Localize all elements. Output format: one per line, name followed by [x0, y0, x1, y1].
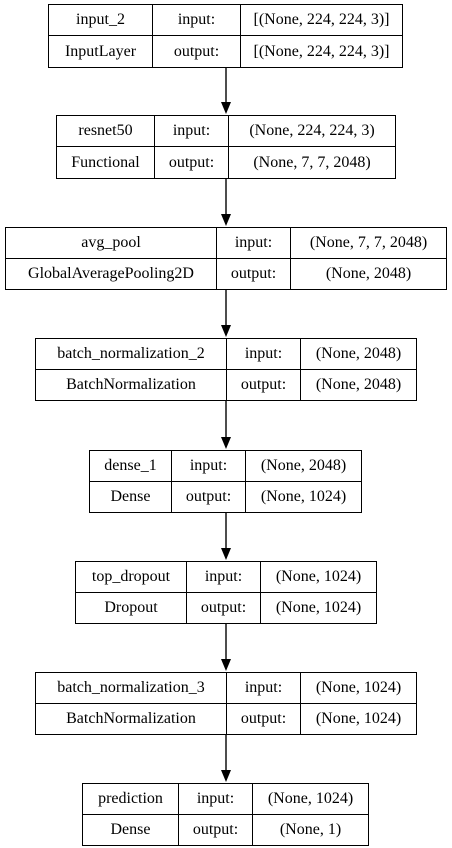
output-shape: (None, 2048)	[325, 264, 412, 282]
output-shape: (None, 7, 7, 2048)	[253, 153, 371, 171]
arrow-head-icon	[221, 548, 231, 560]
layer-name: input_2	[49, 5, 153, 36]
input-shape: [(None, 224, 224, 3)]	[241, 5, 402, 36]
input-shape: (None, 1024)	[261, 562, 376, 593]
input-label: input:	[217, 228, 291, 259]
input-label: input:	[227, 339, 301, 370]
output-shape: (None, 1024)	[260, 487, 347, 505]
input-shape: (None, 2048)	[246, 451, 361, 482]
arrow-head-icon	[221, 659, 231, 671]
layer-name: resnet50	[57, 116, 155, 147]
input-shape: (None, 1024)	[301, 673, 416, 704]
output-label: output:	[187, 592, 261, 623]
output-shape: (None, 1)	[279, 820, 342, 838]
layer-type: Dense	[90, 481, 172, 512]
edge-arrow	[221, 735, 231, 782]
output-label: output:	[155, 147, 229, 178]
output-shape: (None, 1024)	[315, 709, 402, 727]
input-label: input:	[179, 784, 253, 815]
layer-type: BatchNormalization	[36, 703, 227, 734]
layer-type: GlobalAveragePooling2D	[6, 258, 217, 289]
output-shape: [(None, 224, 224, 3)]	[253, 42, 390, 60]
layer-type: BatchNormalization	[36, 369, 227, 400]
input-shape: (None, 224, 224, 3)	[229, 116, 395, 147]
layer-type: Dropout	[76, 592, 187, 623]
output-label: output:	[172, 481, 246, 512]
input-shape: (None, 7, 7, 2048)	[291, 228, 446, 259]
layer-name: dense_1	[90, 451, 172, 482]
layer-name: batch_normalization_3	[36, 673, 227, 704]
arrow-head-icon	[221, 325, 231, 337]
edge-arrow	[221, 290, 231, 337]
edge-arrow	[221, 68, 231, 114]
output-label: output:	[217, 258, 291, 289]
input-label: input:	[155, 116, 229, 147]
layer-type: InputLayer	[49, 36, 153, 67]
input-label: input:	[187, 562, 261, 593]
edge-arrow	[221, 179, 231, 226]
arrow-head-icon	[221, 102, 231, 114]
input-shape: (None, 2048)	[301, 339, 416, 370]
input-label: input:	[172, 451, 246, 482]
arrow-head-icon	[221, 214, 231, 226]
arrow-head-icon	[221, 437, 231, 449]
edge-arrow	[221, 513, 231, 560]
output-shape: (None, 2048)	[315, 375, 402, 393]
output-shape: (None, 1024)	[275, 598, 362, 616]
edge-arrow	[221, 401, 231, 449]
layer-name: prediction	[83, 784, 179, 815]
edge-arrow	[221, 624, 231, 671]
output-label: output:	[227, 703, 301, 734]
output-label: output:	[179, 814, 253, 845]
layer-type: Functional	[57, 147, 155, 178]
layer-name: top_dropout	[76, 562, 187, 593]
layer-type: Dense	[83, 814, 179, 845]
input-label: input:	[153, 5, 241, 36]
output-label: output:	[227, 369, 301, 400]
layer-name: avg_pool	[6, 228, 217, 259]
arrow-head-icon	[221, 770, 231, 782]
output-label: output:	[153, 36, 241, 67]
input-label: input:	[227, 673, 301, 704]
input-shape: (None, 1024)	[253, 784, 368, 815]
layer-name: batch_normalization_2	[36, 339, 227, 370]
